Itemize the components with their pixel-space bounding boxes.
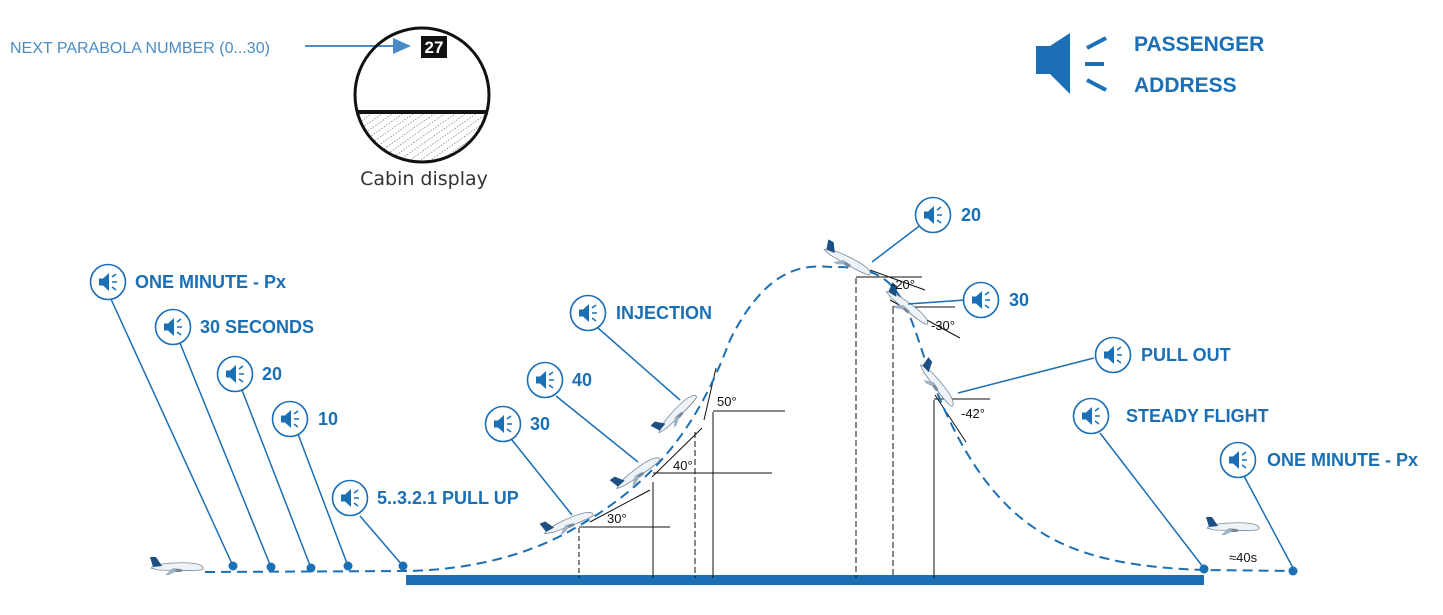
aircraft-icon (609, 449, 665, 496)
speaker-icon (526, 361, 564, 399)
callout-label: ONE MINUTE - Px (1267, 450, 1418, 470)
speaker-icon (962, 281, 1000, 319)
angle-label: -20° (891, 277, 915, 292)
cabin-display: NEXT PARABOLA NUMBER (0...30) 27 Cabin d… (10, 26, 491, 190)
speaker-icon (154, 308, 192, 346)
speaker-icon (331, 479, 369, 517)
callout-label: STEADY FLIGHT (1126, 406, 1269, 426)
speaker-icon (1072, 397, 1110, 435)
cabin-display-caption: Cabin display (360, 168, 488, 190)
passenger-address-line1: PASSENGER (1134, 33, 1264, 56)
angle-label: 30° (607, 511, 627, 526)
callout-label: 20 (961, 205, 981, 225)
callout-label: 30 SECONDS (200, 317, 314, 337)
aircraft-icon (149, 556, 204, 576)
callout-label: ONE MINUTE - Px (135, 272, 286, 292)
callout-label: 30 (530, 414, 550, 434)
callout-label: 30 (1009, 290, 1029, 310)
passenger-address-legend: PASSENGER ADDRESS (1036, 33, 1264, 97)
duration-label: ≈40s (1229, 550, 1258, 565)
speaker-icon (914, 196, 952, 234)
callout-label: 5..3.2.1 PULL UP (377, 488, 519, 508)
speaker-icon (1094, 336, 1132, 374)
speaker-icon (484, 405, 522, 443)
angle-label: 40° (673, 458, 693, 473)
speaker-icon (569, 294, 607, 332)
speaker-icon (1219, 441, 1257, 479)
passenger-address-line2: ADDRESS (1134, 74, 1237, 97)
angle-label: -42° (961, 406, 985, 421)
callout-markers (228, 561, 1298, 576)
callout-label: 40 (572, 370, 592, 390)
callout-label: 10 (318, 409, 338, 429)
callouts: ONE MINUTE - Px 30 SECONDS 20 10 5..3.2.… (89, 196, 1418, 517)
angle-label: 50° (717, 394, 737, 409)
speaker-icon (271, 400, 309, 438)
aircraft-icon (819, 238, 876, 281)
callout-leaders (109, 223, 1294, 569)
callout-label: 20 (262, 364, 282, 384)
speaker-icon (1036, 33, 1107, 94)
angle-labels: 30° 40° 50° -20° -30° -42° ≈40s (607, 277, 1258, 565)
parabola-number-value: 27 (425, 38, 444, 57)
vertical-guides (578, 278, 935, 578)
callout-label: INJECTION (616, 303, 712, 323)
callout-label: PULL OUT (1141, 345, 1231, 365)
aircraft-icon (913, 356, 962, 411)
next-parabola-label: NEXT PARABOLA NUMBER (0...30) (10, 40, 270, 57)
parabola-number-box (421, 36, 447, 58)
ground-bar (406, 575, 1204, 585)
speaker-icon (216, 355, 254, 393)
aircraft-icon (1205, 516, 1260, 536)
angle-label: -30° (931, 318, 955, 333)
speaker-icon (89, 263, 127, 301)
